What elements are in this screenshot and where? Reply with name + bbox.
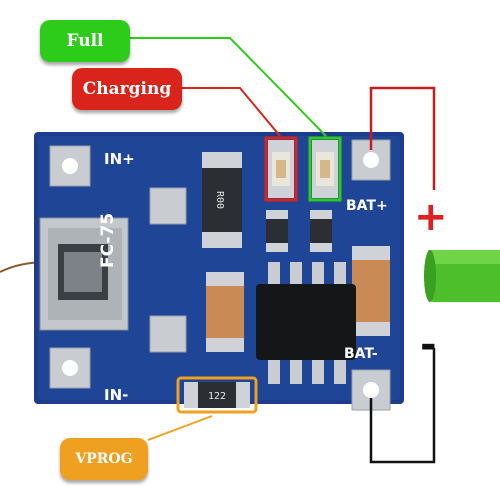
charging-led-highlight bbox=[264, 136, 298, 202]
resistor-r00-text: R00 bbox=[214, 191, 225, 209]
vprog-leader-line bbox=[147, 415, 213, 441]
vprog-highlight bbox=[176, 376, 258, 414]
bat-minus-label: BAT- bbox=[344, 346, 378, 362]
capacitor-left bbox=[206, 272, 244, 352]
in-plus-label: IN+ bbox=[104, 150, 135, 168]
charging-leader-line bbox=[182, 87, 281, 137]
minus-sign: - bbox=[420, 322, 437, 368]
capacitor-right bbox=[352, 246, 390, 336]
plus-sign: + bbox=[414, 194, 448, 240]
black-wire bbox=[369, 348, 436, 464]
board-model-label: FC-75 bbox=[98, 212, 118, 268]
battery bbox=[424, 250, 500, 302]
red-wire bbox=[369, 86, 436, 190]
in-minus-label: IN- bbox=[104, 386, 129, 404]
led-resistors bbox=[266, 210, 332, 252]
led-charging bbox=[268, 140, 294, 198]
full-leader-line bbox=[130, 37, 327, 137]
micro-usb-connector bbox=[39, 217, 129, 331]
full-led-highlight bbox=[308, 136, 342, 202]
prog-resistor: 122 bbox=[184, 382, 250, 408]
vprog-label: VPROG bbox=[60, 438, 148, 480]
prog-resistor-text: 122 bbox=[208, 391, 226, 402]
resistor-r00: R00 bbox=[202, 152, 242, 248]
charger-ic bbox=[256, 262, 356, 384]
charging-label: Charging bbox=[72, 68, 182, 110]
led-full bbox=[312, 140, 338, 198]
bat-plus-label: BAT+ bbox=[346, 198, 388, 214]
full-label: Full bbox=[40, 20, 130, 62]
